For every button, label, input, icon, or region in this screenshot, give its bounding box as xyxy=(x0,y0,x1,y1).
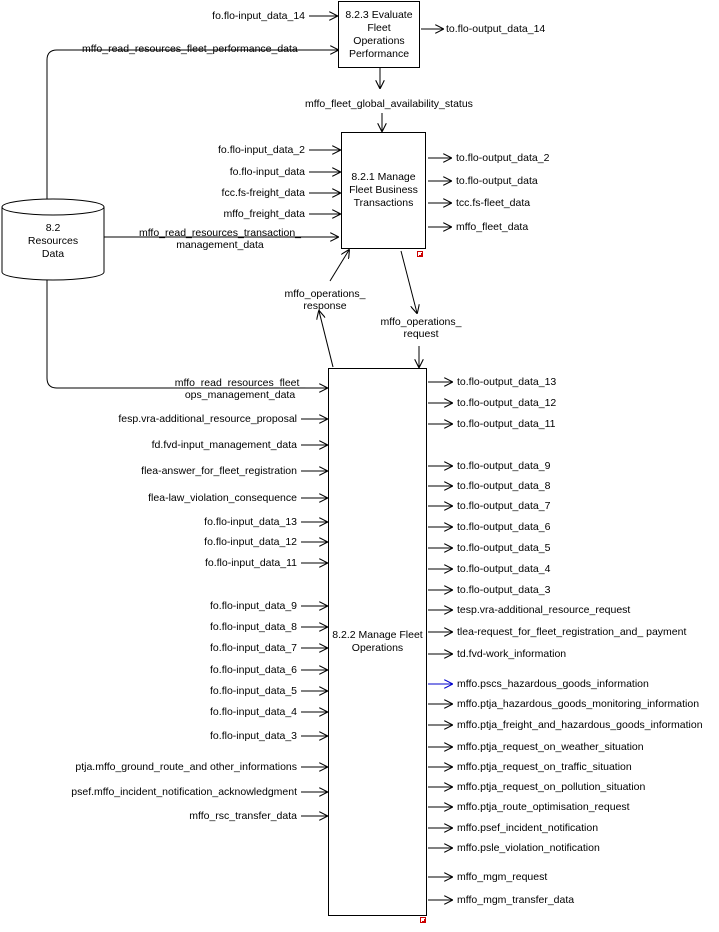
process-8-2-1-manage-fleet-business-transactions[interactable]: 8.2.1 Manage Fleet Business Transactions xyxy=(341,132,426,249)
flow-label-business-input: fo.flo-input_data_2 xyxy=(218,144,305,156)
process-8-2-3-evaluate-fleet-operations-performance[interactable]: 8.2.3 Evaluate Fleet Operations Performa… xyxy=(338,1,420,68)
flow-label-read-performance: mffo_read_resources_fleet_performance_da… xyxy=(82,43,298,55)
process-title-line: 8.2.2 Manage Fleet xyxy=(332,629,423,641)
flow-label-read-transaction: mffo_read_resources_transaction_ managem… xyxy=(120,227,320,251)
flow-label-operations-input: fo.flo-input_data_13 xyxy=(204,516,297,528)
flow-label-business-input: fcc.fs-freight_data xyxy=(221,187,305,199)
flow-label-operations-output: to.flo-output_data_8 xyxy=(457,480,551,492)
flow-label-operations-output: to.flo-output_data_11 xyxy=(457,418,556,430)
flow-label-operations-input: fo.flo-input_data_11 xyxy=(204,557,297,569)
flow-label-operations-output: to.flo-output_data_12 xyxy=(457,397,557,409)
datastore-label-line: Data xyxy=(41,248,65,260)
flow-read-ops-mgmt xyxy=(46,280,327,388)
process-title-line: 8.2.3 Evaluate xyxy=(345,8,413,21)
datastore-label-line: Resources xyxy=(27,235,79,247)
flow-label-business-output: to.flo-output_data_2 xyxy=(456,152,550,164)
flow-label-line: mffo_read_resources_fleet_ xyxy=(174,377,306,389)
flow-label-business-input: mffo_freight_data xyxy=(223,208,305,220)
flow-label-operations-input: fo.flo-input_data_7 xyxy=(210,642,297,654)
flow-label-operations-input: fo.flo-input_data_9 xyxy=(210,600,297,612)
process-title-line: 8.2.1 Manage xyxy=(351,171,416,183)
datastore-8-2-resources-data[interactable]: 8.2 Resources Data xyxy=(2,222,104,261)
flow-label-operations-output: to.flo-output_data_13 xyxy=(457,376,557,388)
flow-label-operations-input: fo.flo-input_data_12 xyxy=(204,536,297,548)
flow-label-operations-output: mffo.ptja_route_optimisation_request xyxy=(457,801,630,813)
flow-label-operations-output: mffo.ptja_request_on_pollution_situation xyxy=(457,781,646,793)
flow-label-operations-output: mffo.ptja_request_on_traffic_situation xyxy=(457,761,632,773)
flow-label-business-output: mffo_fleet_data xyxy=(456,221,529,233)
flow-label-operations-input: flea-answer_for_fleet_registration xyxy=(141,465,297,477)
flow-label-operations-input: fo.flo-input_data_4 xyxy=(210,706,297,718)
flow-label-operations-input: fd.fvd-input_management_data xyxy=(151,439,297,451)
process-title-line: Performance xyxy=(348,47,410,60)
flow-label-read-ops-mgmt: mffo_read_resources_fleet_ ops_managemen… xyxy=(140,377,340,401)
flow-label-operations-output: tlea-request_for_fleet_registration_and_… xyxy=(457,626,687,638)
flow-label-operations-output: mffo.psef_incident_notification xyxy=(457,822,599,834)
flow-label-line: ops_management_data xyxy=(184,389,296,401)
flow-label-ops-request: mffo_operations_ request xyxy=(366,316,476,340)
flow-label-operations-output: to.flo-output_data_6 xyxy=(457,521,551,533)
decomposition-marker-icon[interactable] xyxy=(417,251,423,257)
flow-label-operations-input: fo.flo-input_data_3 xyxy=(210,730,297,742)
datastore-label-line: 8.2 xyxy=(45,222,61,234)
process-title-line: Fleet xyxy=(367,21,391,34)
decomposition-marker-icon[interactable] xyxy=(420,917,426,923)
flow-label-operations-output: to.flo-output_data_4 xyxy=(457,563,551,575)
flow-label-evaluate-output: to.flo-output_data_14 xyxy=(446,23,546,35)
datastore-cylinder[interactable] xyxy=(1,198,105,281)
flow-label-operations-output: mffo.ptja_freight_and_hazardous_goods_in… xyxy=(457,719,703,731)
process-title-line: Transactions xyxy=(353,197,414,209)
flow-label-operations-input: mffo_rsc_transfer_data xyxy=(189,810,297,822)
flow-label-ops-response: mffo_operations_ response xyxy=(270,288,380,312)
flow-ops-response-2 xyxy=(329,250,349,282)
process-title-line: Operations xyxy=(351,642,404,654)
flow-label-business-input: fo.flo-input_data xyxy=(229,166,305,178)
flow-label-global-availability: mffo_fleet_global_availability_status xyxy=(305,98,473,110)
flow-label-operations-output: to.flo-output_data_5 xyxy=(457,542,551,554)
flow-label-operations-output: to.flo-output_data_7 xyxy=(457,500,551,512)
flow-label-operations-output: mffo.ptja_hazardous_goods_monitoring_inf… xyxy=(457,698,700,710)
flow-label-operations-output: mffo.pscs_hazardous_goods_information xyxy=(457,678,649,690)
flow-label-line: mffo_operations_ xyxy=(380,316,462,328)
flow-label-operations-input: fo.flo-input_data_5 xyxy=(210,685,297,697)
flow-label-operations-output: td.fvd-work_information xyxy=(457,648,567,660)
flow-label-operations-output: mffo_mgm_request xyxy=(457,871,548,883)
flow-label-line: request xyxy=(403,328,439,340)
flow-label-operations-input: fo.flo-input_data_6 xyxy=(210,664,297,676)
flow-label-business-output: to.flo-output_data xyxy=(456,175,538,187)
process-title-line: Fleet Business xyxy=(349,184,418,196)
flow-ops-request xyxy=(400,250,417,313)
flow-label-operations-input: flea-law_violation_consequence xyxy=(148,492,297,504)
flow-label-evaluate-input: fo.flo-input_data_14 xyxy=(212,10,305,22)
flow-label-operations-output: tesp.vra-additional_resource_request xyxy=(457,604,631,616)
flow-label-operations-input: ptja.mffo_ground_route_and other_informa… xyxy=(75,761,297,773)
flow-label-line: mffo_read_resources_transaction_ xyxy=(138,227,302,239)
flow-read-performance xyxy=(46,50,338,199)
flow-label-operations-input: fo.flo-input_data_8 xyxy=(210,621,297,633)
flow-label-operations-output: mffo.ptja_request_on_weather_situation xyxy=(457,741,644,753)
flow-label-business-output: tcc.fs-fleet_data xyxy=(456,197,531,209)
flow-label-operations-input: fesp.vra-additional_resource_proposal xyxy=(118,413,297,425)
flow-label-line: management_data xyxy=(176,239,264,251)
process-title-line: Operations xyxy=(353,34,405,47)
flow-label-operations-input: psef.mffo_incident_notification_acknowle… xyxy=(71,786,297,798)
flow-ops-response xyxy=(319,311,334,368)
flow-label-line: response xyxy=(303,300,347,312)
flow-label-line: mffo_operations_ xyxy=(284,288,366,300)
flow-label-operations-output: mffo.psle_violation_notification xyxy=(457,842,600,854)
flow-label-operations-output: to.flo-output_data_3 xyxy=(457,584,551,596)
flow-label-operations-output: mffo_mgm_transfer_data xyxy=(457,894,575,906)
process-8-2-2-manage-fleet-operations[interactable]: 8.2.2 Manage Fleet Operations xyxy=(328,368,427,916)
flow-label-operations-output: to.flo-output_data_9 xyxy=(457,460,551,472)
